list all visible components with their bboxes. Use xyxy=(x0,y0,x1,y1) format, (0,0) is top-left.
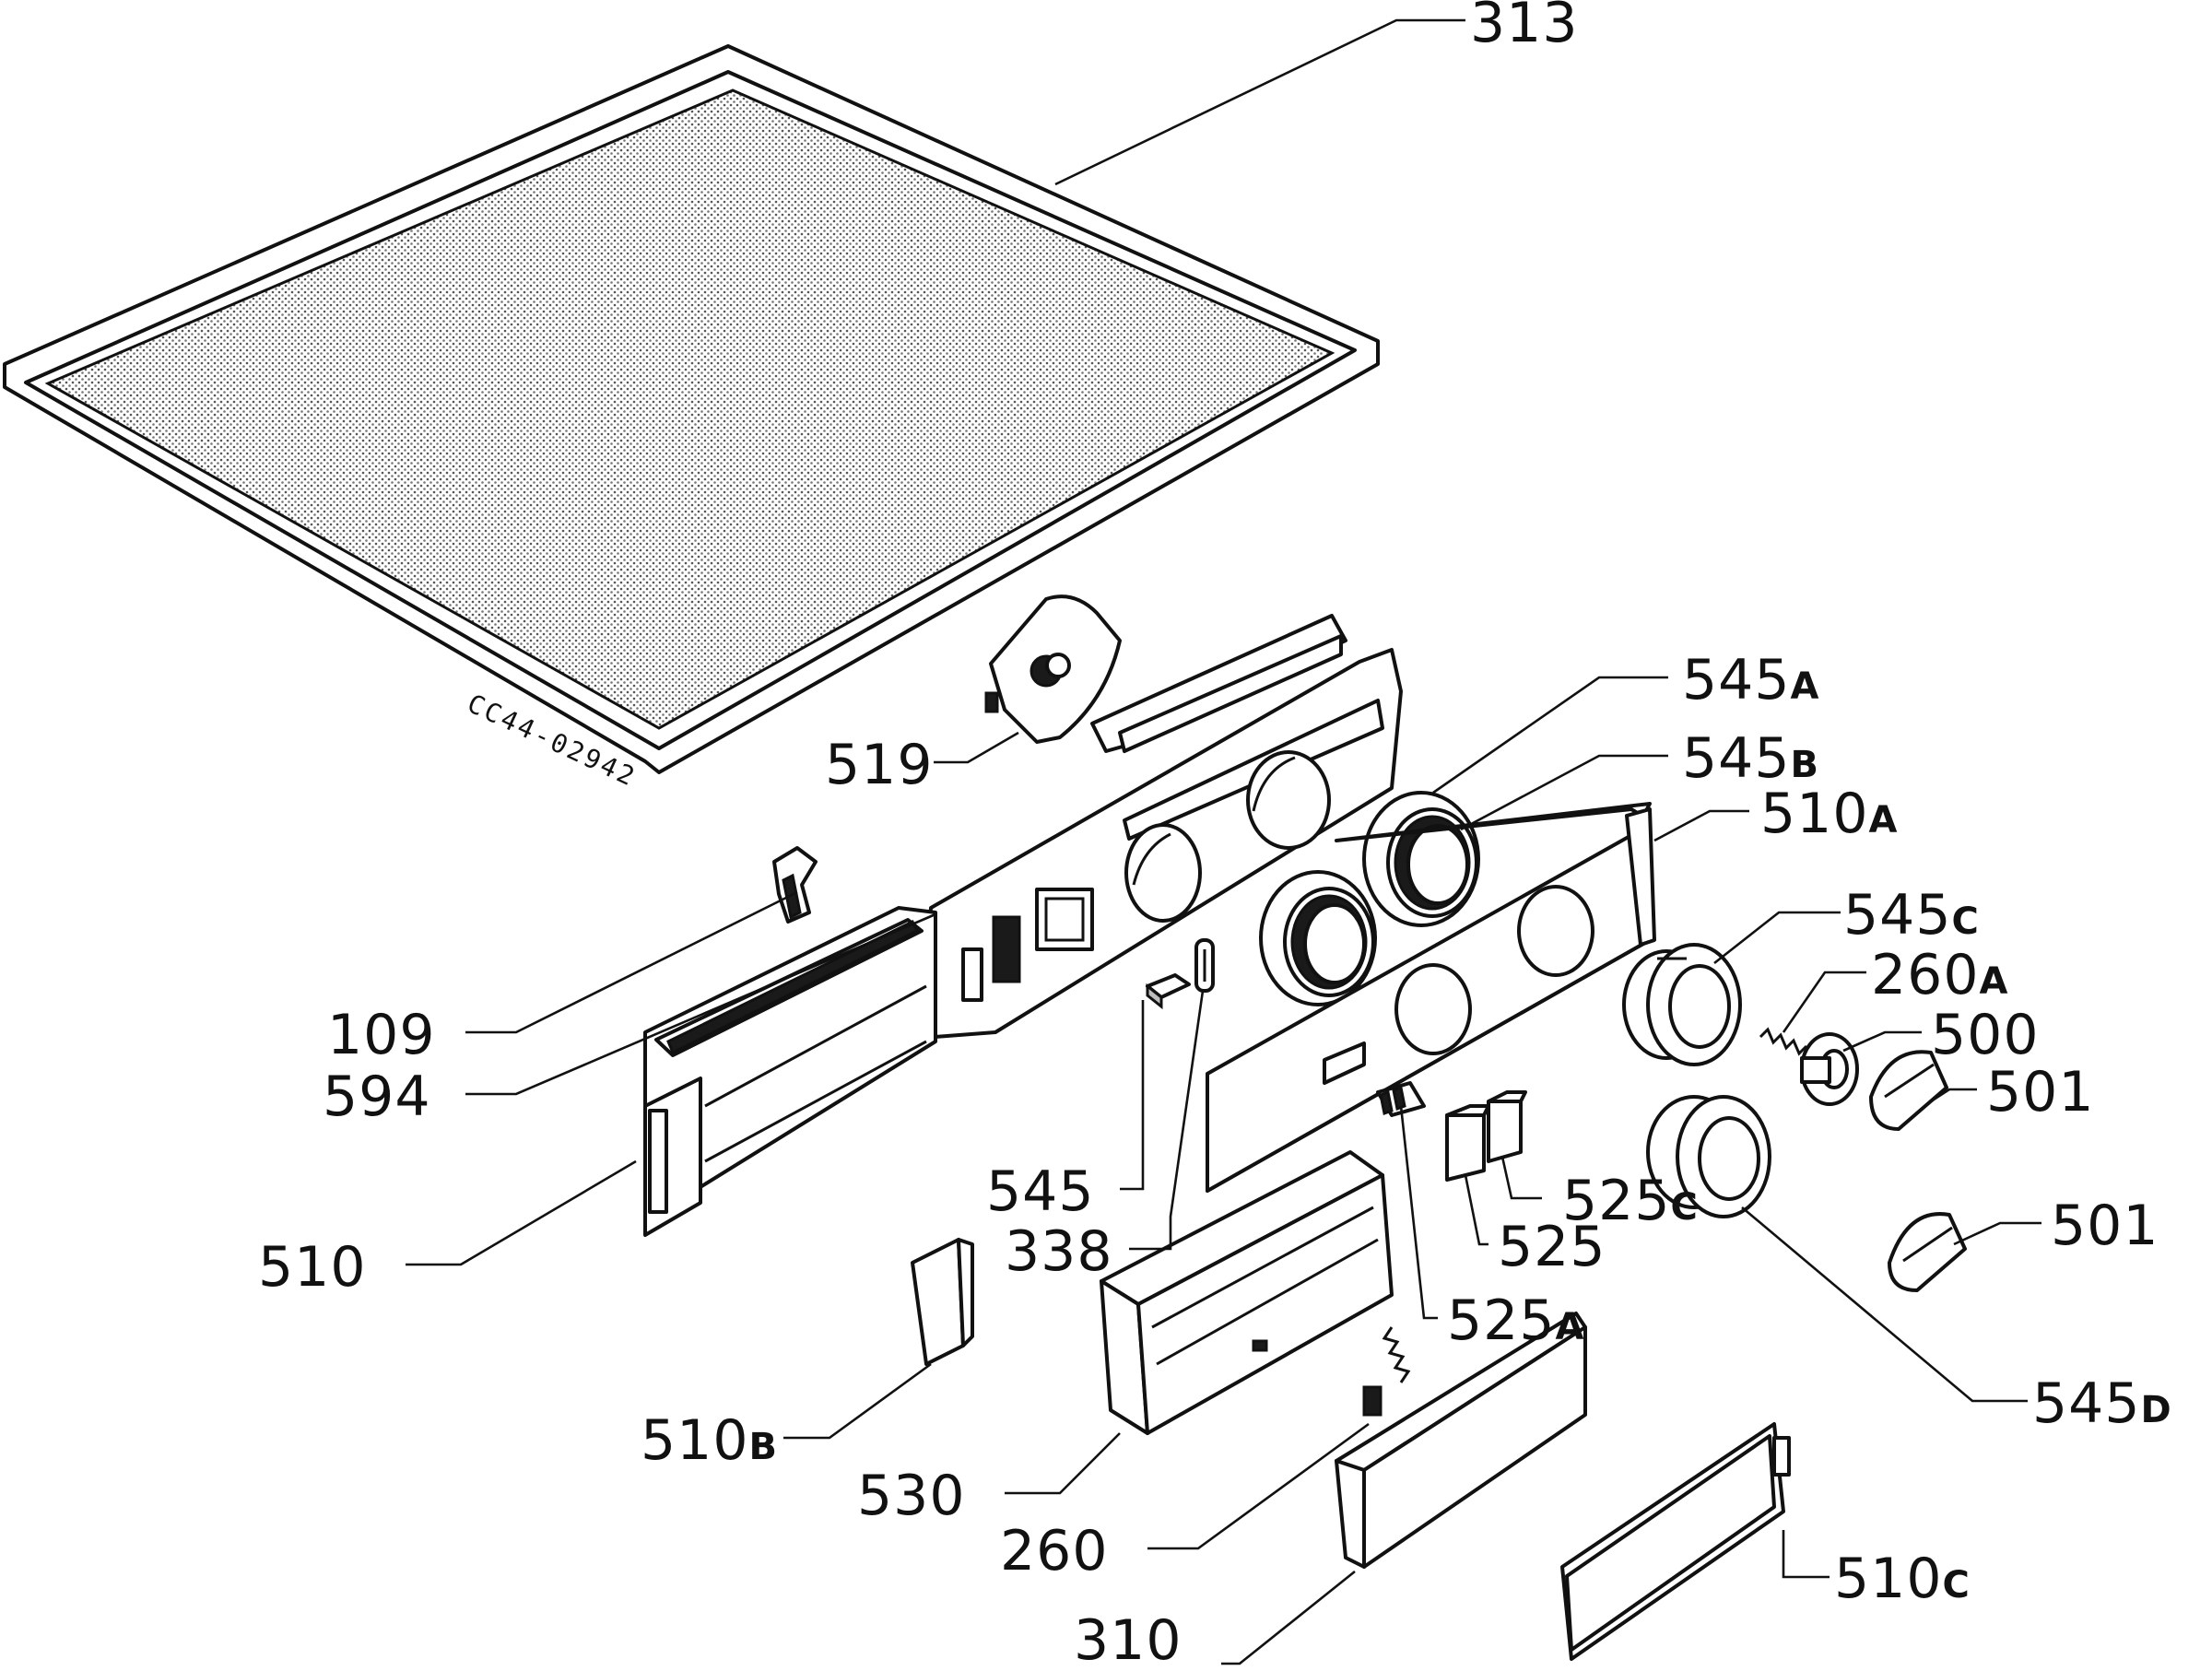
bracket-530 xyxy=(1100,1150,1394,1435)
control-housing-594 xyxy=(924,614,1403,1039)
knob-cap-501-upper xyxy=(1869,1050,1948,1131)
switch-525 xyxy=(1445,1104,1490,1182)
label-260a: 260A xyxy=(1871,943,2009,1007)
knob-ring-545b xyxy=(1362,791,1480,927)
label-525a: 525A xyxy=(1447,1289,1585,1353)
small-part-338 xyxy=(1194,938,1215,993)
cover-510c xyxy=(1560,1422,1791,1661)
label-525: 525 xyxy=(1498,1215,1606,1279)
label-545d: 545D xyxy=(2032,1371,2172,1436)
label-109: 109 xyxy=(327,1003,436,1067)
label-545a: 545A xyxy=(1682,648,1820,712)
label-545: 545 xyxy=(986,1159,1095,1224)
label-545b: 545B xyxy=(1682,726,1819,791)
label-501-lower: 501 xyxy=(2051,1194,2159,1258)
spring-260 xyxy=(1362,1326,1411,1417)
label-594: 594 xyxy=(323,1065,431,1129)
label-525c: 525C xyxy=(1562,1169,1699,1233)
label-501-upper: 501 xyxy=(1986,1060,2095,1124)
knob-cap-501-lower xyxy=(1888,1212,1967,1292)
lamp-holder-525a xyxy=(1376,1081,1426,1117)
knob-545d xyxy=(1646,1095,1771,1218)
small-part-545 xyxy=(1146,973,1191,1010)
panel-510 xyxy=(643,906,937,1237)
label-510b: 510B xyxy=(641,1408,778,1473)
label-500: 500 xyxy=(1931,1003,2040,1067)
bracket-510b xyxy=(911,1238,974,1366)
label-313: 313 xyxy=(1470,0,1579,55)
label-510: 510 xyxy=(258,1235,367,1300)
label-310: 310 xyxy=(1074,1608,1182,1671)
leader-lines xyxy=(406,18,2041,1665)
part-labels: 313 545A 545B 510A 519 545C 260A 500 501… xyxy=(258,0,2172,1671)
front-panel-510a xyxy=(1206,802,1656,1193)
washer-500 xyxy=(1800,1032,1859,1106)
clip-109 xyxy=(772,846,818,924)
knob-545c xyxy=(1622,943,1742,1066)
label-510a: 510A xyxy=(1760,782,1899,846)
spring-260a xyxy=(1759,1027,1808,1056)
label-338: 338 xyxy=(1005,1219,1113,1284)
label-519: 519 xyxy=(825,733,934,797)
label-260: 260 xyxy=(1000,1519,1109,1583)
label-530: 530 xyxy=(857,1464,966,1528)
label-545c: 545C xyxy=(1843,883,1980,947)
cover-310 xyxy=(1335,1312,1587,1569)
label-510c: 510C xyxy=(1834,1547,1971,1611)
filter-313: CC44-02942 xyxy=(3,44,1380,793)
switch-525c xyxy=(1487,1090,1527,1163)
bracket-519 xyxy=(984,594,1122,744)
knob-ring-545a xyxy=(1259,870,1377,1006)
